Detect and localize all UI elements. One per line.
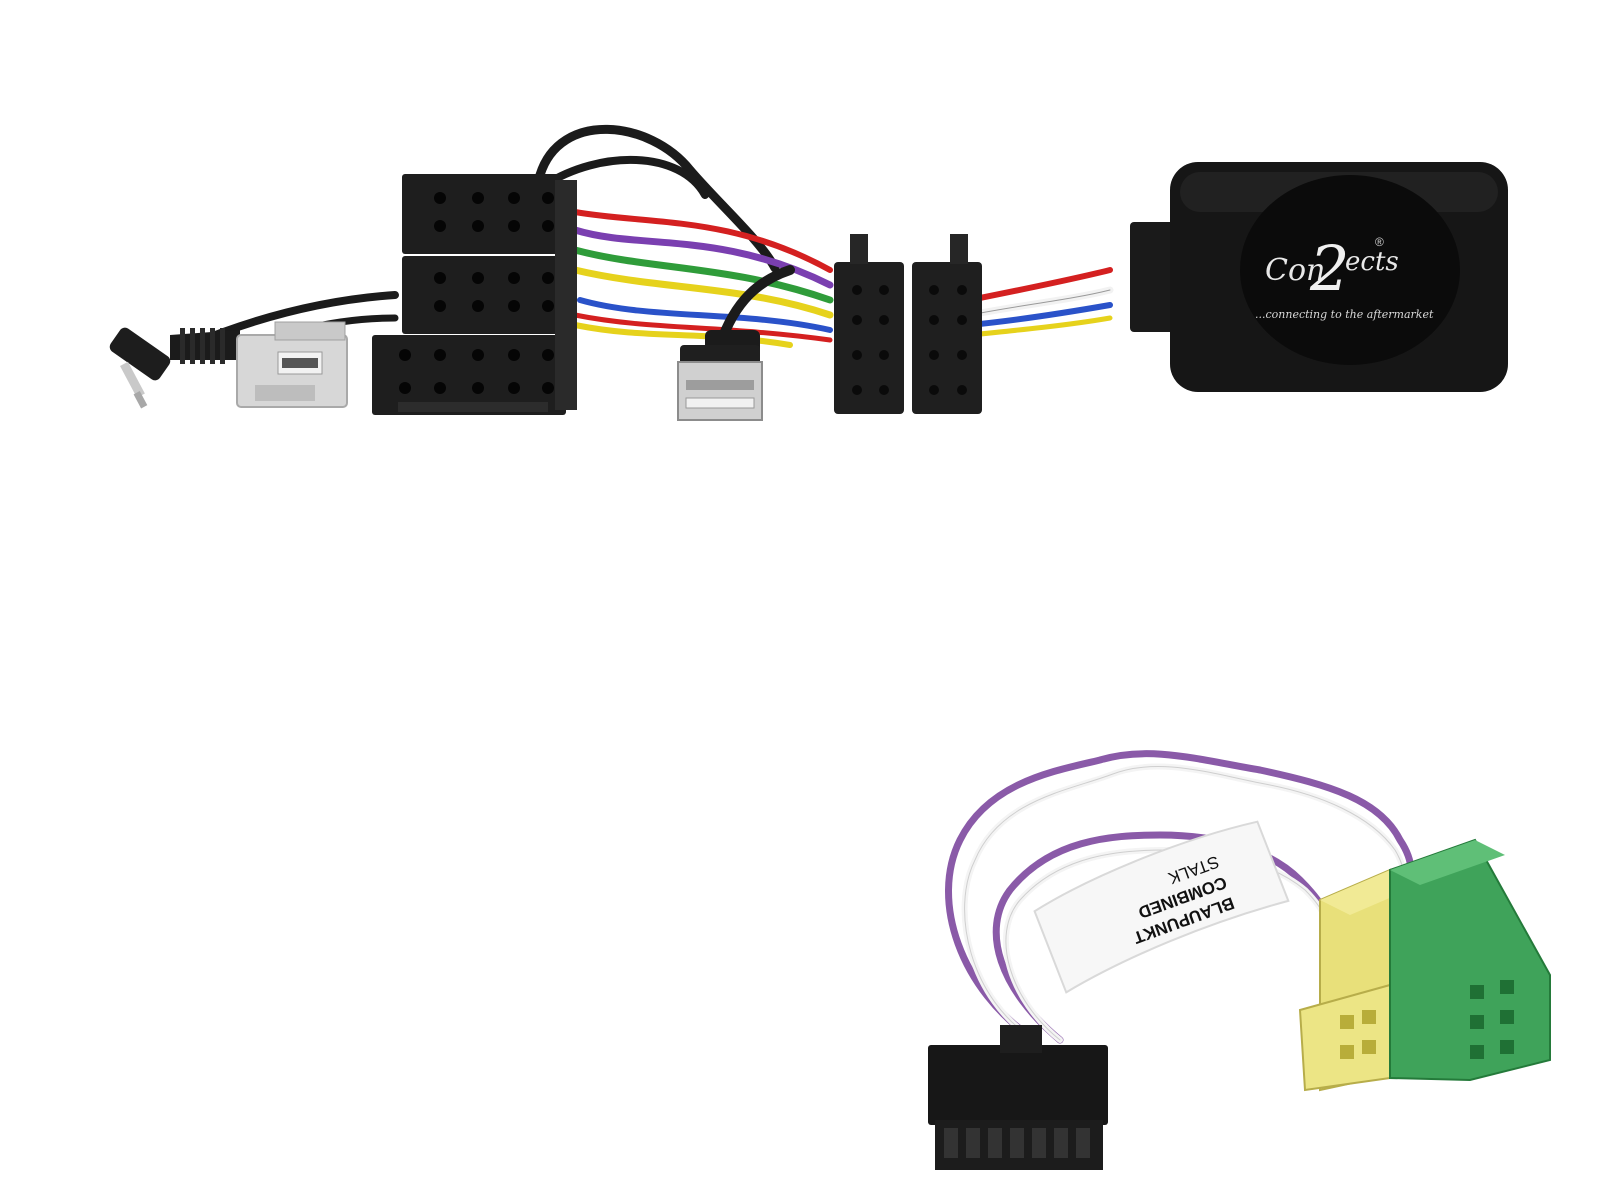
grey-connector-plug [236,321,348,408]
usb-plug [677,330,763,421]
logo-brand-right: ects [1345,247,1399,277]
interface-box: Con 2 ects ® ...connecting to the afterm… [1130,162,1508,392]
radio-multipin-connector [928,1025,1108,1170]
audio-jack-plug [109,327,240,409]
logo-brand-left: Con [1265,253,1325,288]
twisted-pair-cable [945,750,1415,1044]
steering-interface-harness: Con 2 ects ® ...connecting to the afterm… [109,124,1508,421]
mini-iso-connectors [1298,838,1551,1092]
logo-tagline: ...connecting to the aftermarket [1255,308,1434,321]
iso-connector-block [372,174,577,415]
iso-speaker-power-connectors [834,234,982,414]
blaupunkt-stalk-adapter-harness: BLAUPUNKT COMBINED STALK [928,750,1551,1170]
logo-registered: ® [1375,235,1384,249]
logo-brand-digit: 2 [1309,232,1349,305]
wire-bundle [186,124,1114,350]
